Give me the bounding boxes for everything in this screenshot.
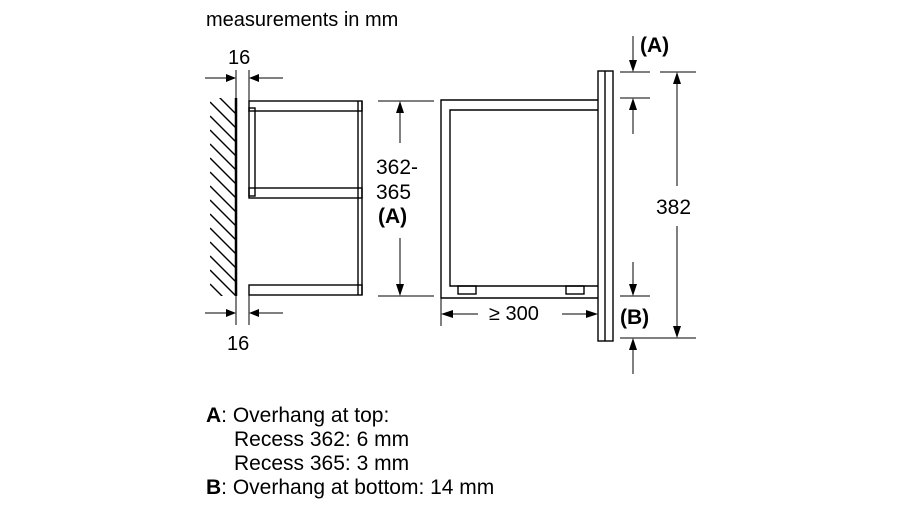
legend-a-line2: Recess 362: 6 mm xyxy=(234,428,409,451)
wall xyxy=(210,98,238,296)
units-heading: measurements in mm xyxy=(206,9,398,31)
recess-height-line1: 362- xyxy=(376,156,418,179)
marker-b-label: (B) xyxy=(620,306,649,329)
legend: A: Overhang at top: Recess 362: 6 mm Rec… xyxy=(206,404,494,499)
overhang-bottom-marker: (B) xyxy=(620,262,696,374)
overall-height-label: 382 xyxy=(656,196,691,219)
legend-b-key: B xyxy=(206,476,221,499)
recess-height-dimension: 362- 365 (A) xyxy=(376,100,434,297)
recess-height-line3: (A) xyxy=(378,205,407,228)
wall-gap-top-dimension: 16 xyxy=(205,47,283,104)
legend-b-text: : Overhang at bottom: 14 mm xyxy=(221,476,494,499)
legend-a-key: A xyxy=(206,404,221,427)
appliance-side-view xyxy=(440,70,614,342)
legend-b-row: B: Overhang at bottom: 14 mm xyxy=(206,476,494,499)
cabinet-recess xyxy=(248,100,363,296)
legend-a-text: : Overhang at top: xyxy=(221,404,389,427)
marker-a-label: (A) xyxy=(640,34,669,57)
wall-gap-bottom-label: 16 xyxy=(227,333,249,355)
depth-dimension: ≥ 300 xyxy=(440,298,599,326)
wall-gap-top-label: 16 xyxy=(228,47,250,69)
depth-label: ≥ 300 xyxy=(489,303,539,325)
overhang-top-marker: (A) xyxy=(620,34,669,134)
legend-a-line3: Recess 365: 3 mm xyxy=(234,452,409,475)
wall-gap-bottom-dimension: 16 xyxy=(205,295,283,355)
recess-height-line2: 365 xyxy=(376,181,411,204)
overall-height-dimension: 382 xyxy=(656,71,696,338)
legend-a-row: A: Overhang at top: xyxy=(206,404,389,427)
